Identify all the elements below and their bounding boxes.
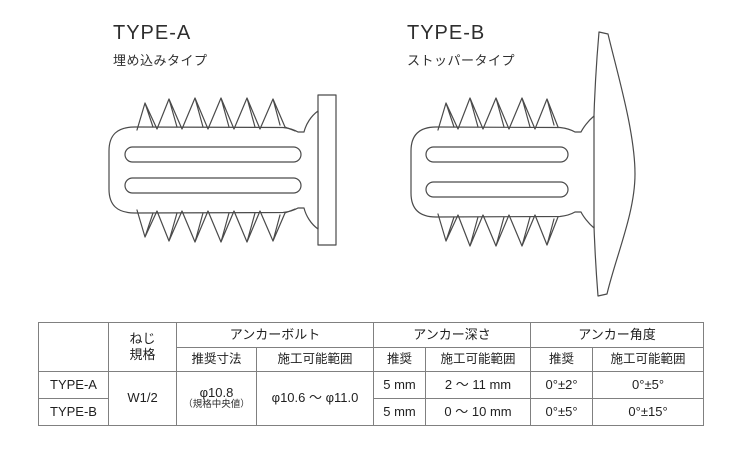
cell-depth-range-a: 2 ～ 11 mm — [425, 371, 532, 399]
type-a-top-threads — [136, 97, 296, 132]
row-label-type-a: TYPE-A — [38, 371, 109, 399]
cell-angle-range-a: 0°±5° — [592, 371, 705, 399]
type-a-lower-slot — [124, 177, 302, 194]
table-row-type-a: TYPE-A W1/2 φ10.8 （規格中央値） φ10.6 ～ φ11.0 … — [38, 371, 705, 426]
type-a-anchor-drawing — [108, 94, 337, 246]
subheader-depth-range: 施工可能範囲 — [425, 347, 532, 372]
cell-depth-rec-a: 5 mm — [373, 371, 427, 399]
bolt-recommended-note: （規格中央値） — [183, 399, 250, 411]
bolt-recommended-value: φ10.8 — [199, 385, 234, 401]
cell-angle-rec-a: 0°±2° — [530, 371, 594, 399]
cell-bolt-range: φ10.6 ～ φ11.0 — [255, 371, 375, 426]
type-a-bottom-threads — [136, 208, 296, 243]
cell-depth-range-b: 0 ～ 10 mm — [425, 398, 532, 426]
type-a-flange-plate — [317, 94, 337, 246]
cell-angle-rec-b: 0°±5° — [530, 398, 594, 426]
type-a-subtitle: 埋め込みタイプ — [113, 53, 208, 68]
type-b-top-threads — [437, 97, 559, 131]
type-b-anchor-drawing — [410, 31, 636, 297]
type-a-title: TYPE-A — [113, 22, 192, 44]
type-b-bottom-threads — [437, 213, 559, 247]
cell-bolt-recommended: φ10.8 （規格中央値） — [176, 371, 257, 426]
subheader-angle-range: 施工可能範囲 — [592, 347, 705, 372]
col-group-anchor-depth: アンカー深さ — [373, 322, 532, 348]
type-a-upper-slot — [124, 146, 302, 163]
table-row-type-b: TYPE-B 5 mm 0 ～ 10 mm 0°±5° 0°±15° — [38, 398, 705, 426]
subheader-depth-recommended: 推奨 — [373, 347, 427, 372]
cell-depth-rec-b: 5 mm — [373, 398, 427, 426]
col-group-anchor-angle: アンカー角度 — [530, 322, 705, 348]
subheader-bolt-recommended: 推奨寸法 — [176, 347, 257, 372]
row-label-type-b: TYPE-B — [38, 398, 109, 426]
cell-screw-spec: W1/2 — [108, 371, 177, 426]
cell-angle-range-b: 0°±15° — [592, 398, 705, 426]
type-b-subtitle: ストッパータイプ — [407, 53, 516, 68]
spec-table: ねじ 規格 アンカーボルト アンカー深さ アンカー角度 推奨寸法 施工可能範囲 … — [38, 322, 705, 426]
type-b-lower-slot — [425, 181, 569, 198]
spec-table-container: ねじ 規格 アンカーボルト アンカー深さ アンカー角度 推奨寸法 施工可能範囲 … — [38, 322, 705, 426]
corner-blank-cell — [38, 322, 109, 372]
type-b-upper-slot — [425, 146, 569, 163]
type-b-stopper-wing — [592, 31, 636, 297]
subheader-angle-recommended: 推奨 — [530, 347, 594, 372]
subheader-bolt-range: 施工可能範囲 — [255, 347, 375, 372]
col-header-screw-spec: ねじ 規格 — [108, 322, 177, 372]
col-group-anchor-bolt: アンカーボルト — [175, 322, 375, 348]
type-a-anchor-body — [108, 110, 319, 230]
type-b-anchor-body — [410, 115, 595, 229]
type-b-title: TYPE-B — [407, 22, 486, 44]
